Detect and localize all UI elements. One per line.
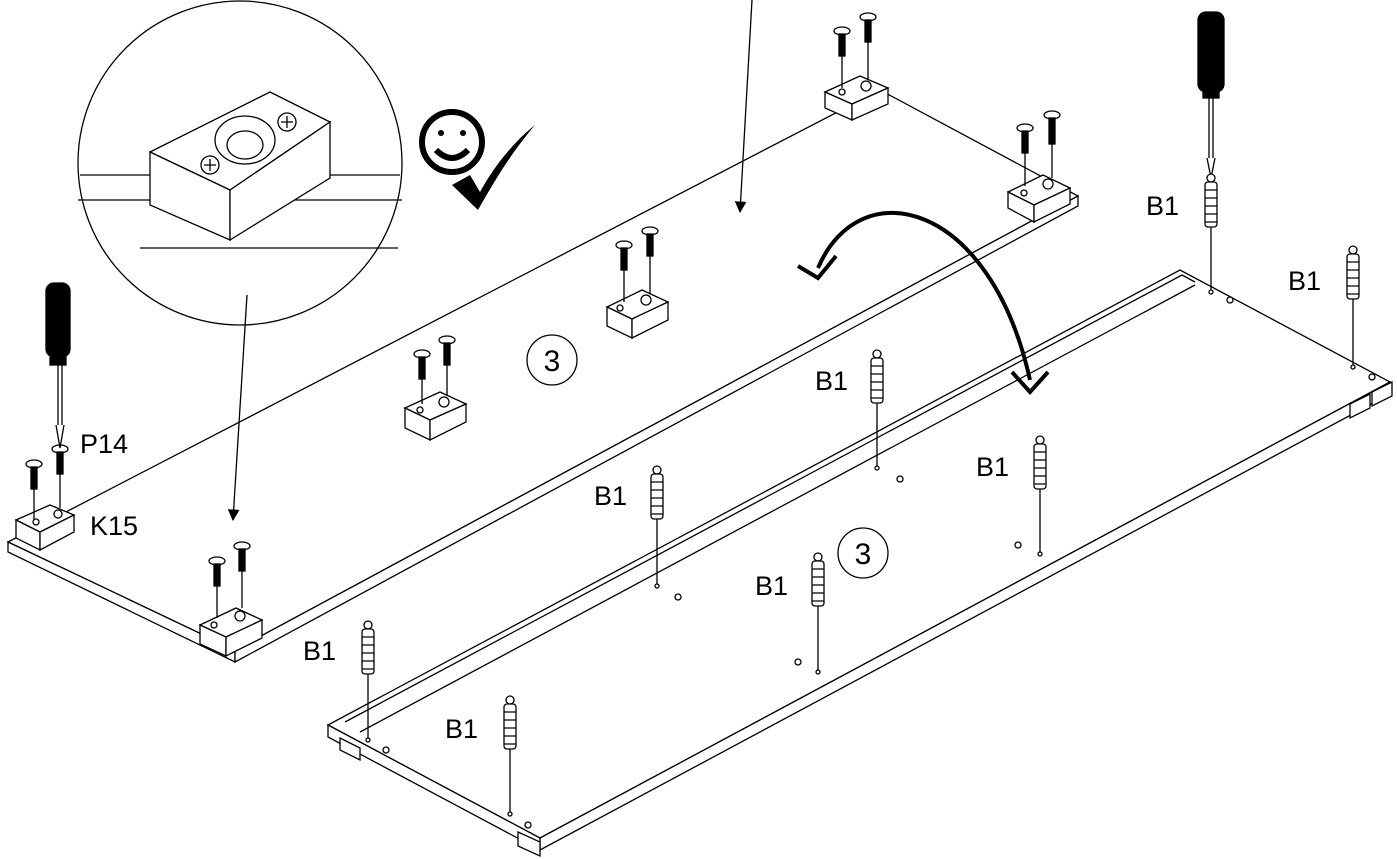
label-b1: B1	[303, 636, 336, 666]
dowels-b1	[361, 173, 1376, 829]
bracket-k15	[14, 504, 76, 552]
bracket	[823, 75, 890, 122]
label-b1: B1	[815, 366, 848, 396]
screw-icon	[233, 541, 251, 608]
screw-icon	[1043, 110, 1061, 178]
screw-icon	[641, 226, 659, 294]
label-b1: B1	[445, 714, 478, 744]
label-p14: P14	[80, 429, 128, 459]
screwdriver-icon	[45, 282, 71, 449]
step-circle	[526, 334, 578, 386]
bracket	[198, 607, 264, 658]
step-number: 3	[544, 345, 561, 378]
screw-icon	[413, 349, 431, 404]
flip-arrow	[816, 210, 1032, 381]
dowel-icon	[1204, 173, 1218, 295]
screw-icon	[1016, 123, 1034, 186]
dowel-icon	[361, 620, 375, 743]
screw-icon	[51, 444, 69, 508]
screw-icon	[208, 556, 226, 618]
screw-icon	[438, 335, 456, 396]
top-pointer-arrow	[734, 0, 753, 214]
bracket	[1006, 174, 1072, 224]
dowel-icon	[1346, 245, 1360, 370]
dowel-icon	[811, 552, 825, 675]
dowel-icon	[503, 695, 517, 817]
screws-p14	[25, 12, 1061, 618]
detail-magnifier	[77, 0, 403, 326]
flip-arrow-head-start	[796, 254, 838, 281]
label-k15: K15	[90, 511, 138, 541]
step-number: 3	[855, 538, 872, 571]
dowel-icon	[870, 349, 884, 471]
smiley-icon	[419, 109, 485, 175]
screw-icon	[859, 12, 877, 80]
magnifier-arrow	[227, 294, 248, 522]
label-b1: B1	[1288, 266, 1321, 296]
step-circle	[837, 527, 889, 579]
checkmark-icon	[452, 125, 535, 210]
screw-icon	[615, 240, 633, 302]
zoomed-bracket	[148, 91, 332, 242]
dowel-icon	[1033, 435, 1047, 557]
screw-icon	[833, 26, 851, 88]
label-b1: B1	[594, 481, 627, 511]
label-b1: B1	[976, 452, 1009, 482]
label-b1: B1	[755, 571, 788, 601]
label-b1: B1	[1146, 191, 1179, 221]
bracket	[605, 289, 670, 340]
screw-icon	[25, 459, 43, 520]
screwdriver-icon	[1197, 11, 1225, 179]
bracket	[403, 391, 468, 442]
flip-arrow-head-end	[1010, 370, 1050, 395]
dowel-icon	[650, 465, 664, 589]
